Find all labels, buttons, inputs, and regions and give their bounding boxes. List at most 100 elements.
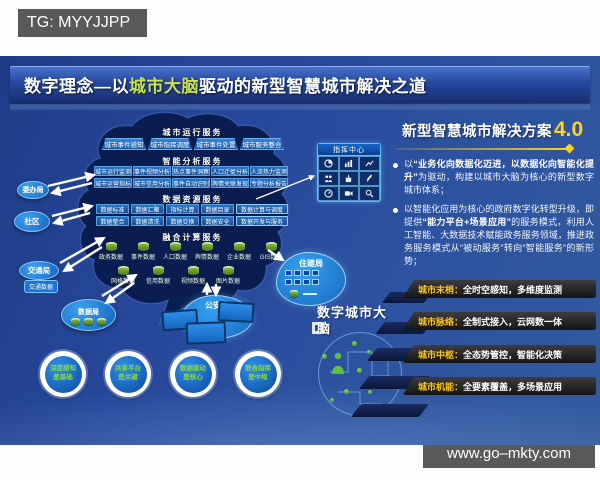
solution-heading: 新型智慧城市解决方案 4.0: [402, 118, 583, 142]
database-icon: [290, 290, 298, 297]
database-icon: [71, 317, 80, 325]
bubble-jiaotongju: 交通局: [19, 261, 59, 280]
bullet-1-pre: 以: [404, 159, 414, 169]
data-source-label: 信用数据: [145, 279, 170, 285]
bullet-dot: [393, 208, 398, 213]
database-icon: [84, 317, 93, 325]
data-source-label: 网格数据: [110, 279, 135, 285]
database-icon: [222, 266, 234, 275]
service-box: 城市服务整合: [240, 138, 284, 150]
bullet-1-em: “业务化向数据化迈进，以数据化向智能化提升”: [404, 159, 594, 182]
data-source-label: 企业数据: [226, 255, 251, 261]
node-dot: [344, 389, 349, 394]
principle-line1: 联合指挥: [245, 365, 271, 373]
feature-label: 城市中枢：: [418, 349, 464, 360]
service-box: 城市运行监测: [94, 166, 132, 176]
bullet-2: 以智能化应用为核心的政府数字化转型升级，即提供“能力平台+场景应用”的服务模式，…: [404, 203, 594, 268]
feature-label: 城市末梢：: [418, 284, 464, 295]
data-source-label: 视频数据: [180, 279, 205, 285]
service-box: 事件自动识别: [172, 178, 210, 188]
feature-box-city-functions: 城市机能： 全要素覆盖，多场景应用: [403, 377, 596, 395]
service-box: 数据整合: [96, 216, 129, 226]
bubble-shequ: 社区: [14, 211, 50, 232]
principle-line1: 共享平台: [115, 365, 141, 373]
folder-icon: [217, 301, 255, 323]
feature-label: 城市机能：: [418, 381, 464, 392]
feature-desc: 全态势管控，智能化决策: [463, 349, 563, 360]
principle-line1: 深度感知: [50, 365, 76, 373]
principle-line1: 数据驱动: [180, 365, 206, 373]
feature-label: 城市脉络：: [418, 316, 464, 327]
node-dot: [367, 350, 371, 354]
feature-box-city-veins: 城市脉络： 全制式接入，云网数一体: [403, 312, 596, 330]
data-source-label: GIS数据: [259, 255, 283, 261]
principle-circle: 数据驱动是核心: [170, 351, 216, 397]
principle-line2: 是关键: [118, 374, 138, 381]
trend-chart-icon: [359, 156, 380, 171]
service-box: 数据安全: [201, 216, 234, 226]
data-source-label: 图片数据: [215, 279, 240, 285]
bubble-jiaotong-data: 交通数据: [24, 280, 58, 293]
bullet-2-post: 的服务模式，利用人工智能、大数据技术赋能政务服务领域，推进政务服务模式从“被动服…: [404, 217, 594, 266]
service-box: 指标计算: [166, 204, 199, 214]
wedge-decoration: [350, 404, 430, 417]
team-icon: [318, 171, 339, 186]
cloud-zhujianju-label: 住建局: [299, 259, 323, 268]
title-pre: 数字理念—以: [24, 77, 129, 96]
title-post: 驱动的新型智慧城市解决之道: [199, 77, 427, 96]
data-block-icon: [312, 279, 319, 285]
node-dot: [352, 341, 357, 346]
database-icon: [233, 242, 245, 251]
bar-chart-icon: [338, 156, 360, 171]
podium-icon: [338, 171, 360, 186]
database-icon: [152, 266, 164, 275]
command-center-title: 指挥中心: [318, 144, 380, 156]
service-box: 数据标准: [96, 204, 129, 214]
principle-line2: 是核心: [183, 374, 203, 381]
service-box: 数据目录: [201, 204, 234, 214]
data-block-icon: [294, 270, 301, 276]
service-box: 人流热力监测: [250, 166, 288, 176]
service-box: 数据汇聚: [131, 204, 164, 214]
data-block-icon: [303, 270, 310, 276]
data-source-label: 人口数据: [162, 255, 187, 261]
cloud-gonganju-label: 公安局: [205, 301, 229, 310]
database-icon: [137, 242, 149, 251]
data-block-icon: [285, 279, 292, 285]
slide-title: 数字理念—以城市大脑驱动的新型智慧城市解决之道: [24, 72, 427, 97]
feature-desc: 全制式接入，云网数一体: [463, 316, 563, 327]
bubble-shujuju-label: 数据局: [78, 308, 99, 316]
gauge-icon: [318, 186, 339, 201]
video-icon: [338, 186, 360, 201]
data-block-icon: [294, 279, 301, 285]
database-icon: [105, 242, 117, 251]
solution-heading-text: 新型智慧城市解决方案: [402, 124, 552, 140]
data-block-icon: [285, 270, 292, 276]
layer-header-resource: 数据资源服务: [162, 195, 223, 204]
title-highlight: 城市大脑: [129, 77, 199, 96]
bullet-dot: [393, 163, 398, 168]
service-box: 数据交换: [166, 216, 199, 226]
data-source-label: 事件数据: [130, 255, 155, 261]
service-box: 人口迁徙分析: [211, 166, 249, 176]
principle-circle: 深度感知是基础: [40, 351, 86, 397]
service-box: 事件视频分析: [133, 166, 171, 176]
database-icon: [265, 242, 277, 251]
service-box: 城市指挥调度: [148, 138, 192, 150]
layer-header-fusion: 融合计算服务: [162, 233, 223, 242]
service-box: 城市运营指标: [94, 178, 132, 188]
service-box: 城市事件处置: [194, 138, 238, 150]
slide-title-bar: 数字理念—以城市大脑驱动的新型智慧城市解决之道: [10, 66, 590, 103]
dash-decoration: [303, 293, 317, 295]
layer-header-run: 城市运行服务: [162, 128, 223, 137]
data-source-label: 舆情数据: [194, 255, 219, 261]
feature-desc: 全要素覆盖，多场景应用: [463, 381, 563, 392]
node-dot: [330, 398, 334, 402]
feature-box-city-hub: 城市中枢： 全态势管控，智能化决策: [403, 345, 596, 363]
solution-version: 4.0: [554, 118, 584, 141]
bubble-shujuju: 数据局: [61, 299, 116, 331]
bullet-1-post: 为驱动，构建以城市大脑为核心的新型数字城市体系；: [404, 172, 594, 195]
qr-code-icon: [312, 322, 324, 334]
service-box: 热点事件洞察: [172, 166, 210, 176]
